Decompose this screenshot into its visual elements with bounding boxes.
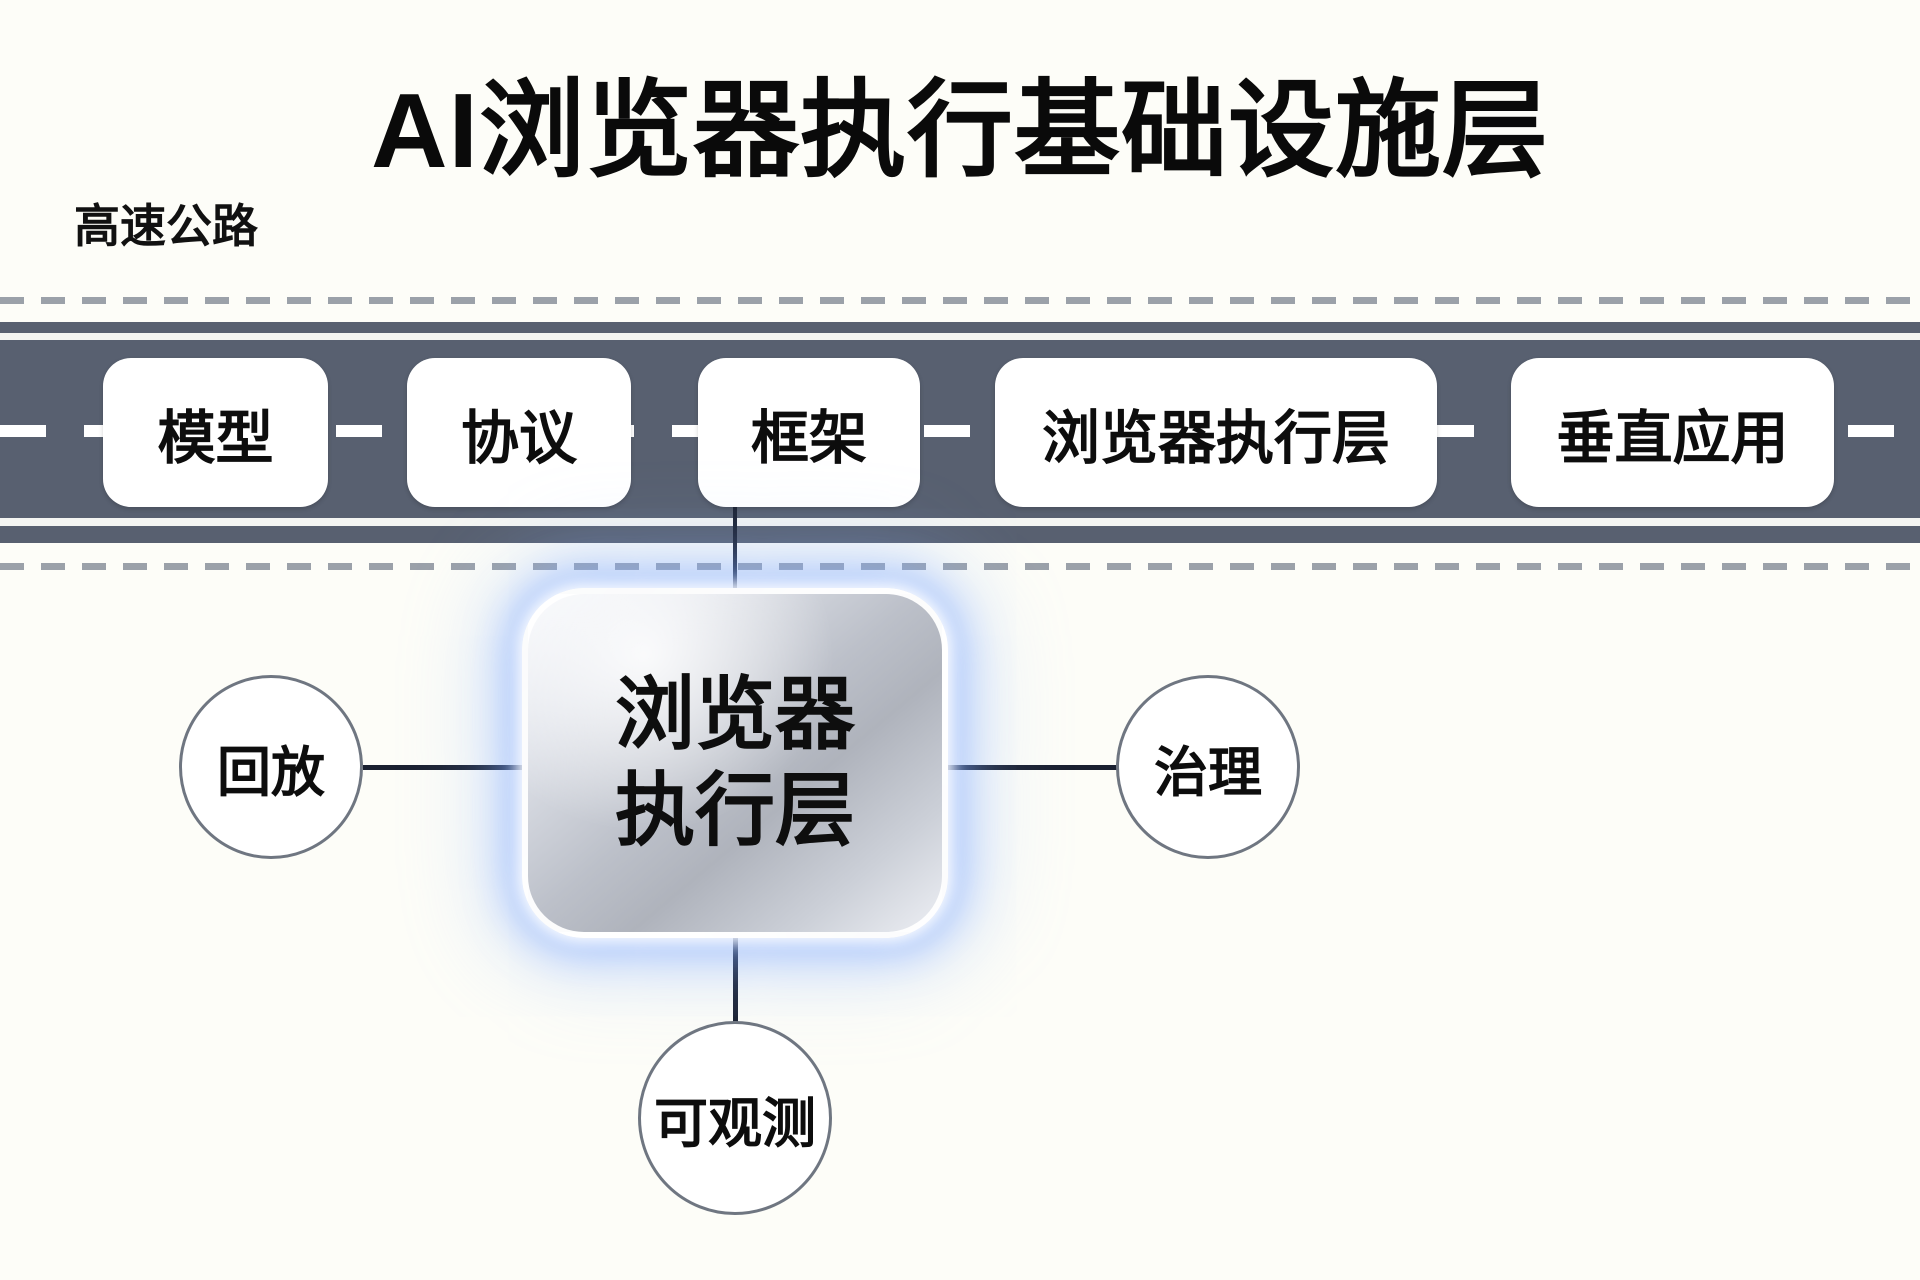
- connector-hub-to-replay: [363, 765, 523, 770]
- node-observability-label: 可观测: [654, 1093, 816, 1154]
- page-title: AI浏览器执行基础设施层: [371, 72, 1549, 190]
- road-box-framework-label: 框架: [750, 405, 867, 471]
- node-governance: 治理: [1116, 675, 1300, 859]
- road-box-browser-exec-layer: 浏览器执行层: [995, 358, 1437, 507]
- hub-label-line1: 浏览器: [615, 670, 855, 759]
- node-observability: 可观测: [638, 1021, 832, 1215]
- connector-framework-to-hub: [733, 507, 737, 591]
- connector-hub-to-observability: [733, 935, 738, 1023]
- road-box-vertical-apps-label: 垂直应用: [1556, 405, 1789, 471]
- road-box-model: 模型: [103, 358, 328, 507]
- road-box-model-label: 模型: [157, 405, 274, 471]
- highway-road-band: 模型 协议 框架 浏览器执行层 垂直应用: [0, 322, 1920, 543]
- node-replay: 回放: [179, 675, 363, 859]
- connector-hub-to-governance: [947, 765, 1117, 770]
- highway-label: 高速公路: [74, 200, 258, 252]
- hub-browser-exec-layer: 浏览器 执行层: [522, 588, 948, 938]
- road-box-browser-exec-layer-label: 浏览器执行层: [1041, 405, 1390, 471]
- road-box-vertical-apps: 垂直应用: [1511, 358, 1834, 507]
- node-replay-label: 回放: [217, 742, 325, 803]
- hub-label-line2: 执行层: [615, 766, 855, 855]
- road-edge-stripe-top: [0, 333, 1920, 340]
- road-edge-stripe-bottom: [0, 518, 1920, 526]
- top-dashed-line: [0, 297, 1920, 304]
- road-box-protocol: 协议: [407, 358, 631, 507]
- bottom-dashed-line: [0, 563, 1920, 570]
- road-box-protocol-label: 协议: [460, 405, 577, 471]
- road-box-framework: 框架: [698, 358, 920, 507]
- node-governance-label: 治理: [1154, 742, 1262, 803]
